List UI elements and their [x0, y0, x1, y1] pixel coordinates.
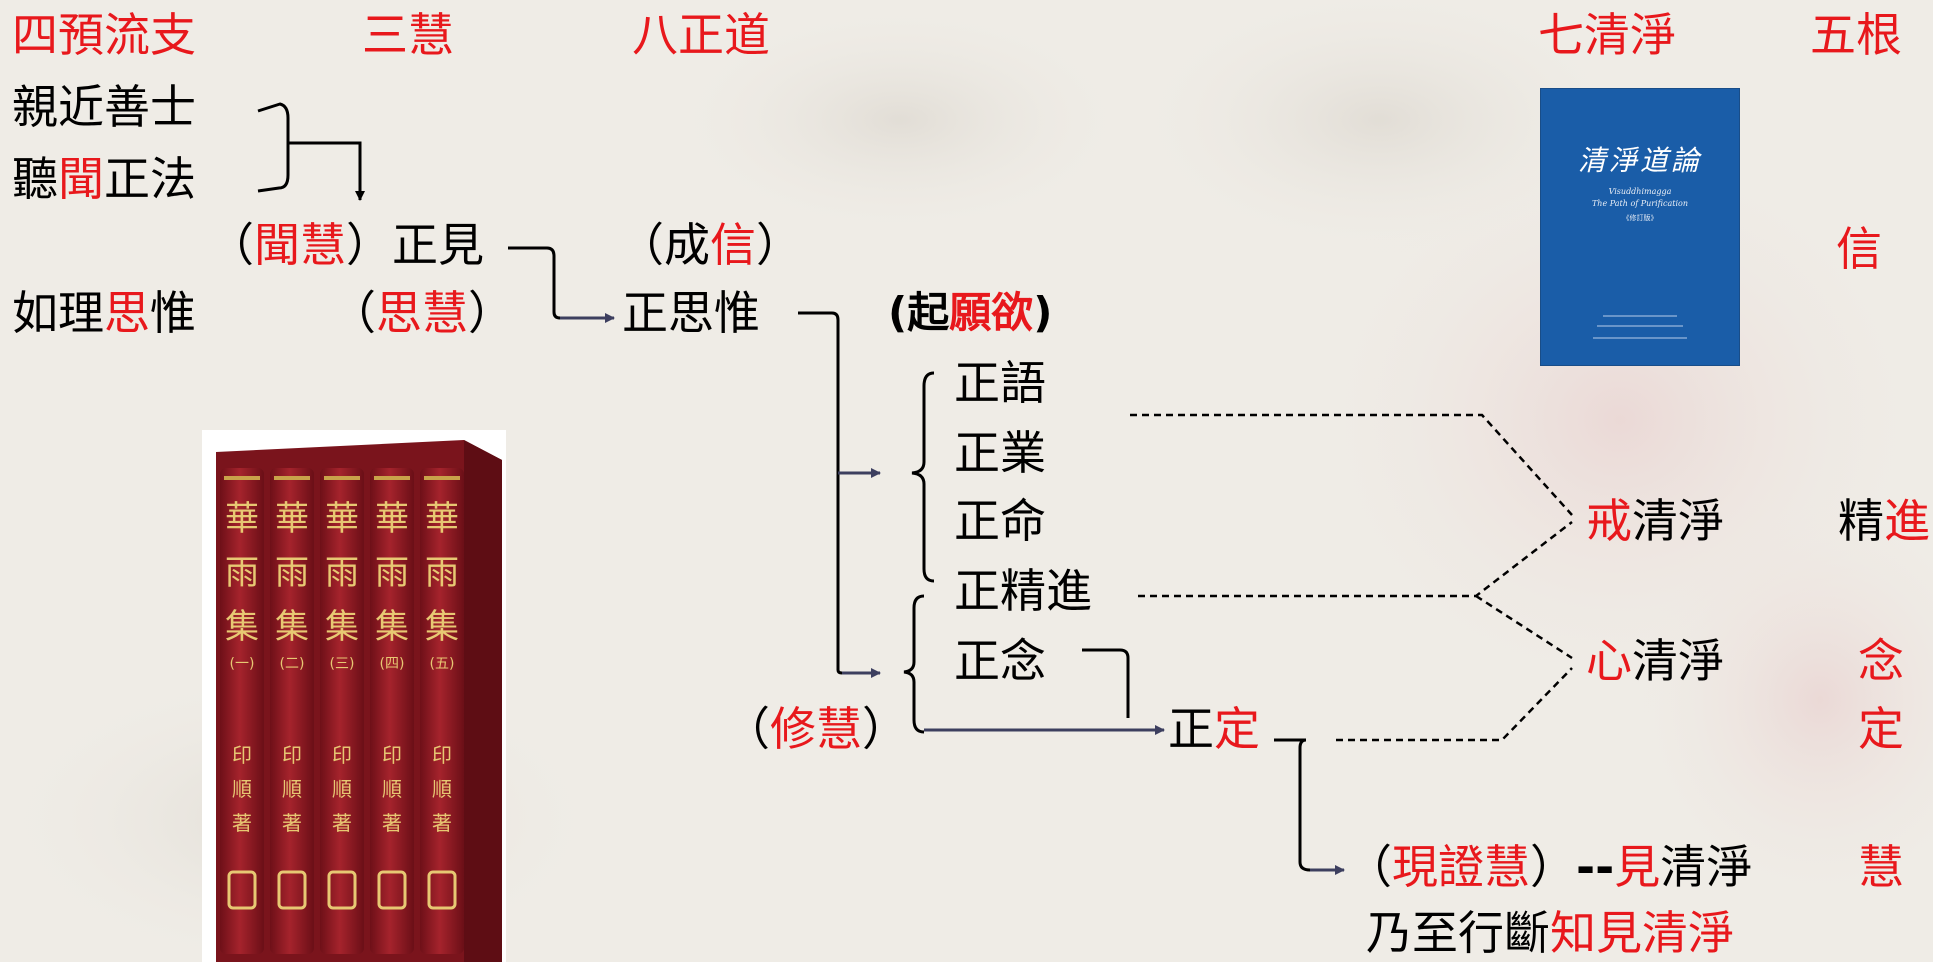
spine-author-char: 著: [332, 811, 352, 835]
label-naizhi-zhijian-qingjing: 乃至行斷知見清淨: [1366, 906, 1734, 960]
spine-title-char: 雨: [275, 553, 309, 593]
connector-zhengsiwei-to-eightfold: [798, 311, 843, 675]
book-spine: 華雨集 (三) 印順著: [320, 468, 364, 954]
label-xiuhui: （修慧）: [724, 702, 908, 756]
book-author-line-2: [1597, 325, 1683, 327]
spine-author-char: 印: [332, 743, 352, 767]
label-tingwen-zhengfa: 聽聞正法: [12, 152, 196, 206]
spine-author-char: 著: [432, 811, 452, 835]
book-author-line-3: [1593, 337, 1687, 339]
spine-volume-number: (五): [430, 656, 455, 672]
book-spine: 華雨集 (四) 印順著: [370, 468, 414, 954]
spine-title-char: 華: [225, 499, 259, 539]
spine-title-char: 雨: [375, 553, 409, 593]
spine-author-char: 著: [282, 811, 302, 835]
book-huayuji-boxset: 華雨集(一)印順著華雨集(二)印順著華雨集(三)印順著華雨集(四)印順著華雨集(…: [202, 430, 506, 962]
dashed-jie-connectors: [1130, 413, 1573, 598]
spine-title-char: 集: [325, 607, 359, 647]
header-eightfold-path: 八正道: [632, 8, 770, 62]
spine-author-char: 著: [232, 811, 252, 835]
spine-author-char: 順: [232, 777, 252, 801]
spine-title-char: 雨: [225, 553, 259, 593]
label-zhengnian: 正念: [954, 634, 1046, 688]
spine-volume-number: (四): [380, 656, 405, 672]
label-xianzhenghui-jian-qingjing: （現證慧）--見清淨: [1346, 840, 1753, 894]
spine-title-char: 華: [375, 499, 409, 539]
label-root-hui: 慧: [1858, 840, 1904, 894]
book-subtitle-english: The Path of Purification: [1591, 199, 1689, 208]
label-root-ding: 定: [1858, 702, 1904, 756]
label-sihui: （思慧）: [330, 286, 514, 340]
label-root-nian: 念: [1858, 634, 1904, 688]
spine-title-char: 雨: [425, 553, 459, 593]
dashed-xin-connectors: [1336, 594, 1573, 742]
book-spine: 華雨集 (二) 印順著: [270, 468, 314, 954]
header-three-wisdoms: 三慧: [362, 8, 454, 62]
spine-author-char: 順: [382, 777, 402, 801]
spine-volume-number: (三): [330, 656, 355, 672]
spine-title-char: 華: [425, 499, 459, 539]
book-edition: 《修訂版》: [1622, 214, 1658, 222]
label-zhengsiwei: 正思惟: [622, 286, 760, 340]
label-chengxin: （成信）: [618, 218, 802, 272]
spine-author-char: 著: [382, 811, 402, 835]
spine-author-char: 印: [282, 743, 302, 767]
label-root-xin: 信: [1836, 222, 1882, 276]
book-author-line: [1603, 315, 1677, 317]
spine-title-char: 華: [325, 499, 359, 539]
spine-title-char: 集: [275, 607, 309, 647]
label-wenhui-zhengjian: （聞慧）正見: [208, 218, 484, 272]
book-title: 清淨道論: [1577, 144, 1702, 177]
spine-author-char: 印: [382, 743, 402, 767]
header-five-roots: 五根: [1810, 8, 1902, 62]
label-zhengyu: 正語: [954, 356, 1046, 410]
book-qingjingdaolun-cover: 清淨道論 Visuddhimagga The Path of Purificat…: [1540, 88, 1740, 366]
book-spine: 華雨集 (一) 印順著: [220, 468, 264, 954]
label-zhengjingjin: 正精進: [954, 564, 1092, 618]
label-qiyuanyu: (起願欲): [888, 288, 1053, 337]
connector-zhengnian-to-zhengding: [1082, 648, 1130, 718]
spine-title-char: 集: [375, 607, 409, 647]
spine-title-char: 集: [425, 607, 459, 647]
spine-author-char: 順: [432, 777, 452, 801]
spine-emblem: [227, 870, 257, 910]
bracket-to-wenhui: [257, 102, 362, 198]
label-root-jingjin: 精進: [1838, 494, 1930, 548]
label-zhengming: 正命: [954, 494, 1046, 548]
spine-emblem: [327, 870, 357, 910]
spine-title-char: 華: [275, 499, 309, 539]
label-zhengye: 正業: [954, 426, 1046, 480]
book-spine: 華雨集 (五) 印順著: [420, 468, 464, 954]
spine-author-char: 印: [432, 743, 452, 767]
connector-zhengding-to-xianzhenghui: [1274, 738, 1311, 872]
brace-effort-group: [903, 594, 925, 734]
spine-volume-number: (二): [280, 656, 305, 672]
spine-author-char: 順: [332, 777, 352, 801]
label-qinjin-shanshi: 親近善士: [12, 80, 196, 134]
spine-author-char: 印: [232, 743, 252, 767]
header-seven-purifications: 七清淨: [1538, 8, 1676, 62]
label-rulisiwei: 如理思惟: [12, 286, 196, 340]
brace-speech-group: [911, 371, 935, 583]
header-four-factors: 四預流支: [12, 8, 196, 62]
label-jie-qingjing: 戒清淨: [1586, 494, 1724, 548]
spine-volume-number: (一): [230, 656, 255, 672]
book-subtitle-pali: Visuddhimagga: [1608, 187, 1672, 196]
spine-emblem: [277, 870, 307, 910]
label-zhengding: 正定: [1168, 702, 1260, 756]
connector-zhengjian-to-zhengsiwei: [508, 246, 561, 320]
spine-title-char: 雨: [325, 553, 359, 593]
label-xin-qingjing: 心清淨: [1586, 634, 1724, 688]
spine-title-char: 集: [225, 607, 259, 647]
spine-emblem: [377, 870, 407, 910]
spine-emblem: [427, 870, 457, 910]
spine-author-char: 順: [282, 777, 302, 801]
